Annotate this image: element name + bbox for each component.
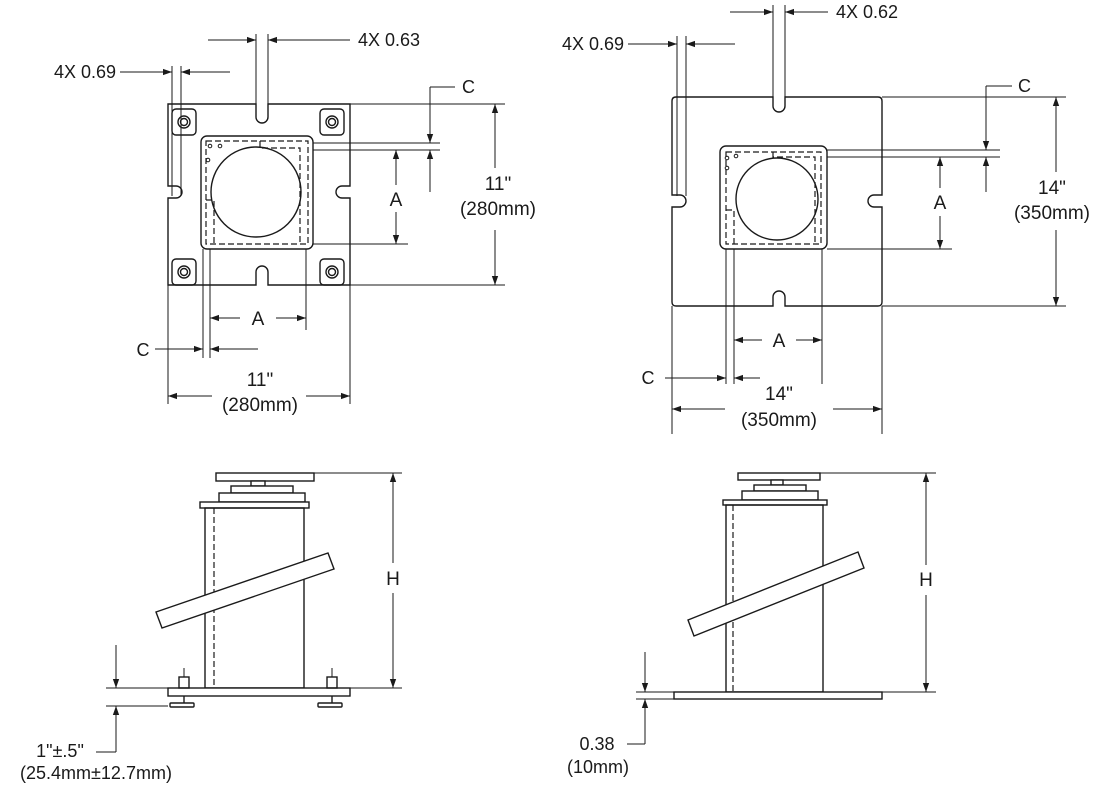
left-slot-width-label: 4X 0.63	[358, 30, 420, 50]
right-height-in-label: 14"	[1038, 178, 1066, 199]
left-plan-bolt-bl	[171, 258, 197, 286]
left-elev-adjust-in-label: 1"±.5"	[36, 741, 84, 761]
left-plan-bolt-tl	[171, 108, 197, 136]
left-elev-column-cap	[199, 501, 310, 509]
right-plan-hidden-edge	[725, 151, 822, 245]
left-height-in-label: 11"	[485, 174, 511, 195]
right-elev-h-label: H	[919, 570, 933, 591]
right-bolt-spacing-label: 4X 0.69	[562, 34, 624, 54]
right-a-horizontal-label: A	[773, 331, 786, 352]
right-elev-break	[687, 551, 865, 637]
left-elev-h-label: H	[386, 569, 400, 590]
right-elev-top-plate	[737, 472, 821, 481]
right-plan-column-frame	[719, 145, 828, 250]
left-height-mm-label: (280mm)	[460, 199, 536, 220]
left-elev-base-plate	[167, 687, 351, 697]
left-plan-bolt-tr	[319, 108, 345, 136]
right-elevation-view: H 0.38 (10mm)	[567, 472, 936, 777]
right-c-top-label: C	[1018, 76, 1031, 96]
left-width-mm-label: (280mm)	[222, 395, 298, 416]
left-elev-break	[155, 552, 335, 629]
right-plan-plate-outline	[671, 96, 883, 307]
left-elev-top-plate	[215, 472, 315, 482]
right-elev-plate-mm-label: (10mm)	[567, 757, 629, 777]
left-elev-bolt-right	[317, 668, 343, 708]
left-plan-hidden-edge	[205, 140, 309, 245]
right-plan-hidden-edge-2	[772, 152, 816, 244]
left-plan-column-frame	[200, 135, 314, 250]
right-plan-view: 4X 0.69 4X 0.62 C A 14" (350mm) A	[562, 2, 1090, 434]
right-width-mm-label: (350mm)	[741, 410, 817, 431]
right-width-in-label: 14"	[765, 384, 793, 405]
right-slot-width-label: 4X 0.62	[836, 2, 898, 22]
left-elev-adjust-mm-label: (25.4mm±12.7mm)	[20, 763, 172, 783]
right-plan-top-disc	[735, 157, 819, 241]
left-a-horizontal-label: A	[252, 309, 265, 330]
left-plan-view: 4X 0.69 4X 0.63 C A 11" (280mm) A	[54, 30, 536, 416]
left-plan-bolt-br	[319, 258, 345, 286]
left-a-vertical-label: A	[390, 190, 403, 211]
right-a-vertical-label: A	[934, 193, 947, 214]
left-c-top-label: C	[462, 77, 475, 97]
left-elevation-view: H 1"±.5" (25.4mm±12.7mm)	[20, 472, 402, 783]
right-height-mm-label: (350mm)	[1014, 203, 1090, 224]
right-elev-column-cap	[722, 499, 828, 506]
left-plan-hidden-edge-2	[259, 141, 301, 244]
right-c-bottom-label: C	[642, 368, 655, 388]
right-elev-plate-in-label: 0.38	[579, 734, 614, 754]
left-c-bottom-label: C	[137, 340, 150, 360]
left-width-in-label: 11"	[247, 370, 273, 391]
right-elev-base-plate	[673, 691, 883, 700]
left-plan-top-disc	[210, 146, 302, 238]
left-bolt-spacing-label: 4X 0.69	[54, 62, 116, 82]
right-plan-hidden-edge-3	[726, 209, 735, 244]
left-elev-bolt-left	[169, 668, 195, 708]
left-plan-hidden-edge-3	[206, 199, 215, 244]
